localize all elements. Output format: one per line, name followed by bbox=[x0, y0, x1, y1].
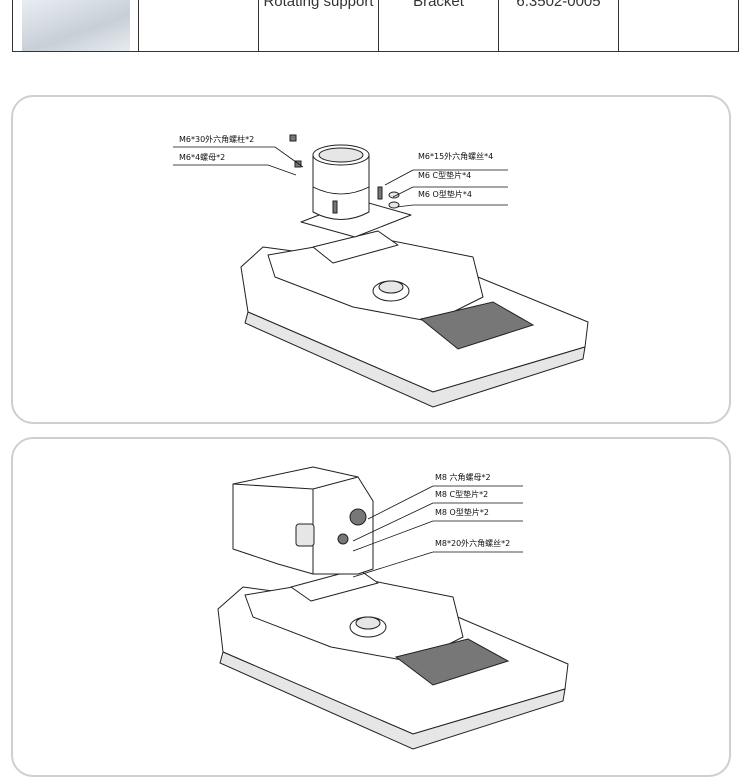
bolts bbox=[289, 134, 400, 214]
label-m6-o-washer: M6 O型垫片*4 bbox=[418, 189, 472, 199]
u-bracket bbox=[232, 466, 374, 575]
rotating-support-thumbnail bbox=[21, 0, 130, 51]
table-row: Rotating support Bracket 6.3502-0005 bbox=[12, 0, 739, 52]
assembly-panel-bracket: M8 六角螺母*2 M8 C型垫片*2 M8 O型垫片*2 M8*20外六角螺丝… bbox=[11, 437, 731, 777]
empty-cell bbox=[618, 0, 739, 52]
assembly-diagram-2: M8 六角螺母*2 M8 C型垫片*2 M8 O型垫片*2 M8*20外六角螺丝… bbox=[217, 466, 569, 750]
code-cell: 6.3502-0005 bbox=[498, 0, 619, 52]
image-cell bbox=[12, 0, 139, 52]
label-m6-screw: M6*15外六角螺丝*4 bbox=[418, 151, 493, 161]
lamp-body bbox=[217, 568, 569, 750]
lamp-body bbox=[240, 230, 589, 408]
name-cell: Rotating support bbox=[258, 0, 379, 52]
assembly-diagram-1: M6*30外六角螺柱*2 M6*4螺母*2 M6*15外六角螺丝*4 M6 C型… bbox=[173, 134, 589, 408]
empty-cell bbox=[138, 0, 259, 52]
label-m6-c-washer: M6 C型垫片*4 bbox=[418, 170, 471, 180]
support-tube bbox=[312, 144, 370, 220]
label-m8-c-washer: M8 C型垫片*2 bbox=[435, 489, 488, 499]
type-cell: Bracket bbox=[378, 0, 499, 52]
assembly-panel-rotating-support: M6*30外六角螺柱*2 M6*4螺母*2 M6*15外六角螺丝*4 M6 C型… bbox=[11, 95, 731, 424]
label-m8-screw: M8*20外六角螺丝*2 bbox=[435, 538, 510, 548]
parts-table: Rotating support Bracket 6.3502-0005 bbox=[12, 0, 739, 52]
label-m8-nut: M8 六角螺母*2 bbox=[435, 472, 491, 482]
label-m6-nut: M6*4螺母*2 bbox=[179, 152, 225, 162]
label-m8-o-washer: M8 O型垫片*2 bbox=[435, 507, 489, 517]
label-m6-stud: M6*30外六角螺柱*2 bbox=[179, 134, 254, 144]
